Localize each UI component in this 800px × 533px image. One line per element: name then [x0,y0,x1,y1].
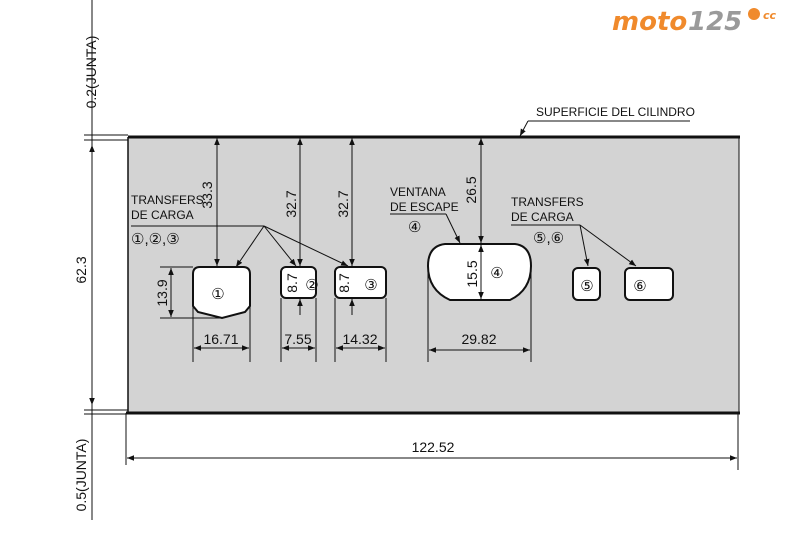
port-5-id: ⑤ [580,278,593,295]
height-dim: 62.3 [73,256,89,283]
svg-text:125: 125 [688,7,742,37]
transfers-left-ids: ①,②,③ [131,231,180,248]
port-4-height-dim: 15.5 [464,260,480,287]
port-2-top-dim: 32.7 [283,190,299,217]
port-2-id: ② [305,277,318,294]
total-width-dim: 122.52 [412,439,455,455]
surface-label: SUPERFICIE DEL CILINDRO [536,105,695,119]
port-6 [624,267,674,301]
moto125-logo: moto 125 cc [612,7,777,37]
port-2 [280,266,317,299]
port-5 [572,267,601,301]
port-1-width-dim: 16.71 [203,331,238,347]
transfers-right-ids: ⑤,⑥ [533,230,564,247]
port-6-id: ⑥ [633,278,646,295]
transfers-left-label-1: TRANSFERS [131,193,204,207]
port-1 [192,266,251,320]
exhaust-id: ④ [408,219,421,236]
port-3-id: ③ [364,277,377,294]
port-1-id: ① [211,286,224,303]
gasket-bottom-dim: 0.5(JUNTA) [73,439,89,512]
transfers-right-label-2: DE CARGA [511,210,574,224]
exhaust-label-2: DE ESCAPE [390,200,459,214]
port-3-width-dim: 14.32 [342,331,377,347]
port-1-height-dim: 13.9 [154,279,170,306]
port-1-top-dim: 33.3 [199,181,215,208]
gasket-top-dim: 0.2(JUNTA) [83,36,99,109]
port-3 [334,266,387,299]
exhaust-label-1: VENTANA [390,185,446,199]
port-4-top-dim: 26.5 [463,176,479,203]
svg-text:cc: cc [763,9,777,22]
port-3-height-dim: 8.7 [336,273,352,293]
left-dimensions [84,0,128,520]
svg-text:moto: moto [612,7,687,37]
port-2-width-dim: 7.55 [284,331,311,347]
port-3-top-dim: 32.7 [335,190,351,217]
port-2-height-dim: 8.7 [284,273,300,293]
transfers-left-label-2: DE CARGA [131,208,194,222]
port-4-id: ④ [490,265,503,282]
port-4-width-dim: 29.82 [461,331,496,347]
transfers-right-label-1: TRANSFERS [511,195,584,209]
